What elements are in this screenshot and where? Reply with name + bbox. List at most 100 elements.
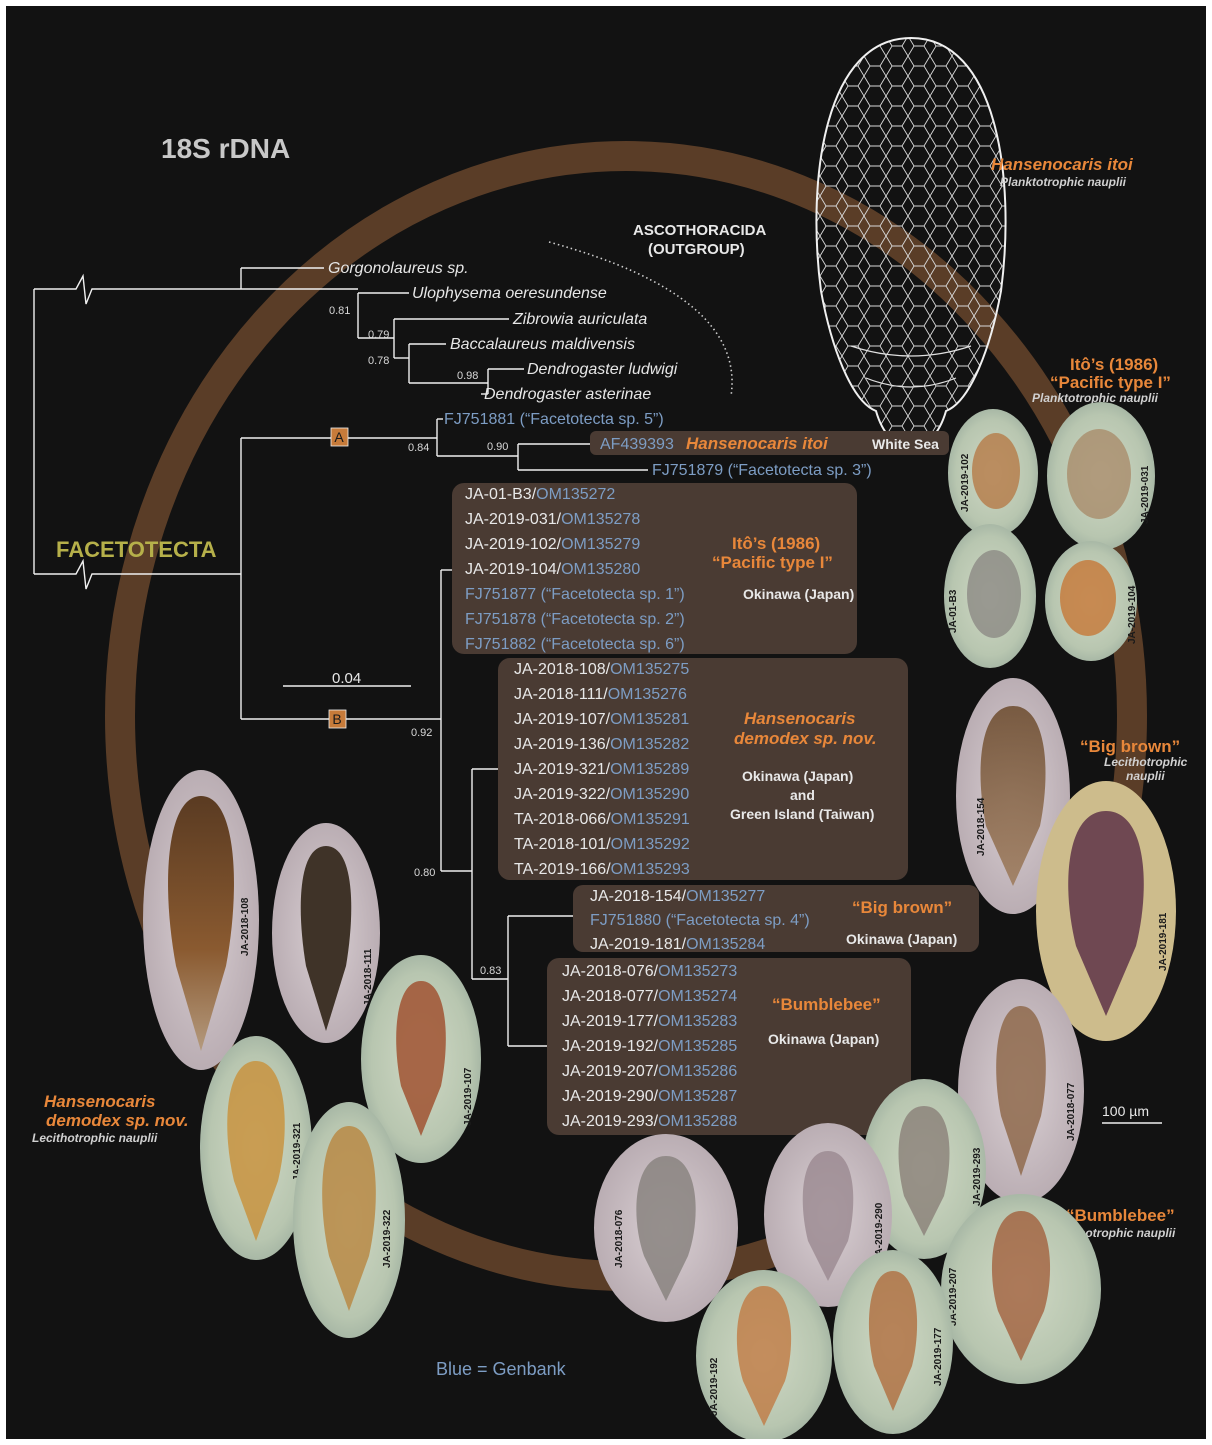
figure-title: 18S rDNA [161,133,290,164]
genbank-tip: FJ751878 (“Facetotecta sp. 2”) [465,611,685,628]
bigbrown-location: Okinawa (Japan) [846,931,957,947]
sample-id: JA-2019-181/ [590,936,687,953]
accession: OM135285 [658,1038,737,1055]
demodex-clade-label-1: Hansenocaris [744,709,856,728]
accession: OM135287 [658,1088,737,1105]
photo-ja-2019-322: JA-2019-322 [293,1102,405,1338]
outgroup-tip: Dendrogaster ludwigi [527,361,678,378]
genbank-tip: FJ751882 (“Facetotecta sp. 6”) [465,636,685,653]
sample-id: JA-2018-077/ [562,988,659,1005]
sample-id: JA-2019-192/ [562,1038,659,1055]
accession: OM135276 [608,686,687,703]
bumblebee-tip: JA-2019-192/OM135285 [562,1038,737,1055]
outgroup-tip: Gorgonolaureus sp. [328,260,469,277]
demodex-tip: JA-2019-136/OM135282 [514,736,689,753]
outgroup-tip: Baccalaureus maldivensis [450,336,635,353]
sample-id: JA-2018-076/ [562,963,659,980]
pacific-tip-0: JA-01-B3/OM135272 [465,486,615,503]
bigbrown-side-sub-2: nauplii [1126,769,1165,783]
bumblebee-tip: JA-2019-293/OM135288 [562,1113,737,1130]
photo-label: JA-2018-154 [976,797,987,856]
accession: OM135289 [610,761,689,778]
photo-label: JA-2019-192 [709,1357,720,1416]
photo-ja-2019-102: JA-2019-102 [948,409,1038,537]
outgroup-label-2: (OUTGROUP) [648,241,745,258]
sample-id: JA-01-B3/ [465,486,537,503]
genbank-tip: FJ751877 (“Facetotecta sp. 1”) [465,586,685,603]
genbank-tip: FJ751880 (“Facetotecta sp. 4”) [590,912,810,929]
sample-id: JA-2019-293/ [562,1113,659,1130]
demodex-tip: TA-2018-066/OM135291 [514,811,690,828]
demodex-tip: JA-2018-111/OM135276 [514,686,687,703]
itoi-tip-name: Hansenocaris itoi [686,434,829,453]
sample-id: JA-2019-136/ [514,736,611,753]
bigbrown-tip: JA-2019-181/OM135284 [590,936,765,953]
genbank-tip: FJ751881 (“Facetotecta sp. 5”) [444,411,664,428]
bumblebee-tips: JA-2018-076/OM135273 JA-2018-077/OM13527… [562,963,737,1130]
photo-label: JA-2018-076 [614,1209,625,1268]
photo-ja-2019-207: JA-2019-207 [941,1194,1101,1384]
accession: OM135278 [561,511,640,528]
sample-id: JA-2019-290/ [562,1088,659,1105]
demodex-location-1: Okinawa (Japan) [742,768,853,784]
demodex-tip: JA-2019-321/OM135289 [514,761,689,778]
support-value: 0.81 [329,305,350,317]
sample-id: JA-2018-154/ [590,888,687,905]
photo-label: JA-01-B3 [948,589,959,633]
accession: OM135273 [658,963,737,980]
sample-id: TA-2018-101/ [514,836,611,853]
support-value: 0.92 [411,727,432,739]
support-value: 0.79 [368,329,389,341]
photo-ja-2019-192: JA-2019-192 [696,1270,832,1439]
bigbrown-side-sub-1: Lecithotrophic [1104,755,1188,769]
outgroup-tip: Ulophysema oeresundense [412,285,607,302]
photo-label: JA-2019-181 [1158,912,1169,971]
accession: OM135288 [658,1113,737,1130]
sample-id: TA-2018-066/ [514,811,611,828]
photo-ja-2018-111: JA-2018-111 [272,823,380,1043]
sample-id: JA-2018-111/ [514,686,608,703]
accession: OM135291 [611,811,690,828]
pacific-tip-2: JA-2019-102/OM135279 [465,536,640,553]
sample-id: JA-2019-031/ [465,511,562,528]
sample-id: JA-2019-207/ [562,1063,659,1080]
bumblebee-location: Okinawa (Japan) [768,1031,879,1047]
sample-id: JA-2019-322/ [514,786,611,803]
genbank-tip: AF439393 [600,436,674,453]
photo-ja-2019-031: JA-2019-031 [1047,402,1155,550]
accession: OM135283 [658,1013,737,1030]
pacific-side-label-2: “Pacific type I” [1050,373,1171,392]
demodex-side-sub: Lecithotrophic nauplii [32,1131,158,1145]
photo-ja-2018-076: JA-2018-076 [594,1134,738,1322]
micron-scale-label: 100 µm [1102,1103,1149,1119]
photo-label: JA-2018-077 [1066,1082,1077,1141]
accession: OM135272 [536,486,615,503]
bumblebee-tip: JA-2018-076/OM135273 [562,963,737,980]
photo-label: JA-2019-107 [463,1067,474,1126]
sample-id: JA-2018-108/ [514,661,611,678]
accession: OM135281 [610,711,689,728]
support-value: 0.84 [408,442,429,454]
accession: OM135277 [686,888,765,905]
phylogeny-figure: 18S rDNA ASCOTHORACIDA (OUTGROUP) Hansen… [6,6,1206,1439]
support-value: 0.83 [480,965,501,977]
white-sea-label: White Sea [872,436,939,452]
accession: OM135286 [658,1063,737,1080]
pacific-side-label-1: Itô’s (1986) [1070,355,1158,374]
demodex-tip: JA-2019-107/OM135281 [514,711,689,728]
sample-id: JA-2019-321/ [514,761,611,778]
photo-label: JA-2019-102 [960,453,971,512]
accession: OM135293 [611,861,690,878]
pacific-tip-1: JA-2019-031/OM135278 [465,511,640,528]
tree-scale-label: 0.04 [332,670,361,687]
photo-label: JA-2018-108 [240,897,251,956]
photo-ja-2018-108: JA-2018-108 [143,770,259,1070]
bumblebee-tip: JA-2019-207/OM135286 [562,1063,737,1080]
demodex-tips: JA-2018-108/OM135275 JA-2018-111/OM13527… [514,661,690,878]
bumblebee-tip: JA-2019-177/OM135283 [562,1013,737,1030]
demodex-tip: JA-2019-322/OM135290 [514,786,689,803]
demodex-location-3: Green Island (Taiwan) [730,806,874,822]
sample-id: JA-2019-104/ [465,561,562,578]
demodex-location-2: and [790,787,815,803]
demodex-tip: TA-2018-101/OM135292 [514,836,690,853]
